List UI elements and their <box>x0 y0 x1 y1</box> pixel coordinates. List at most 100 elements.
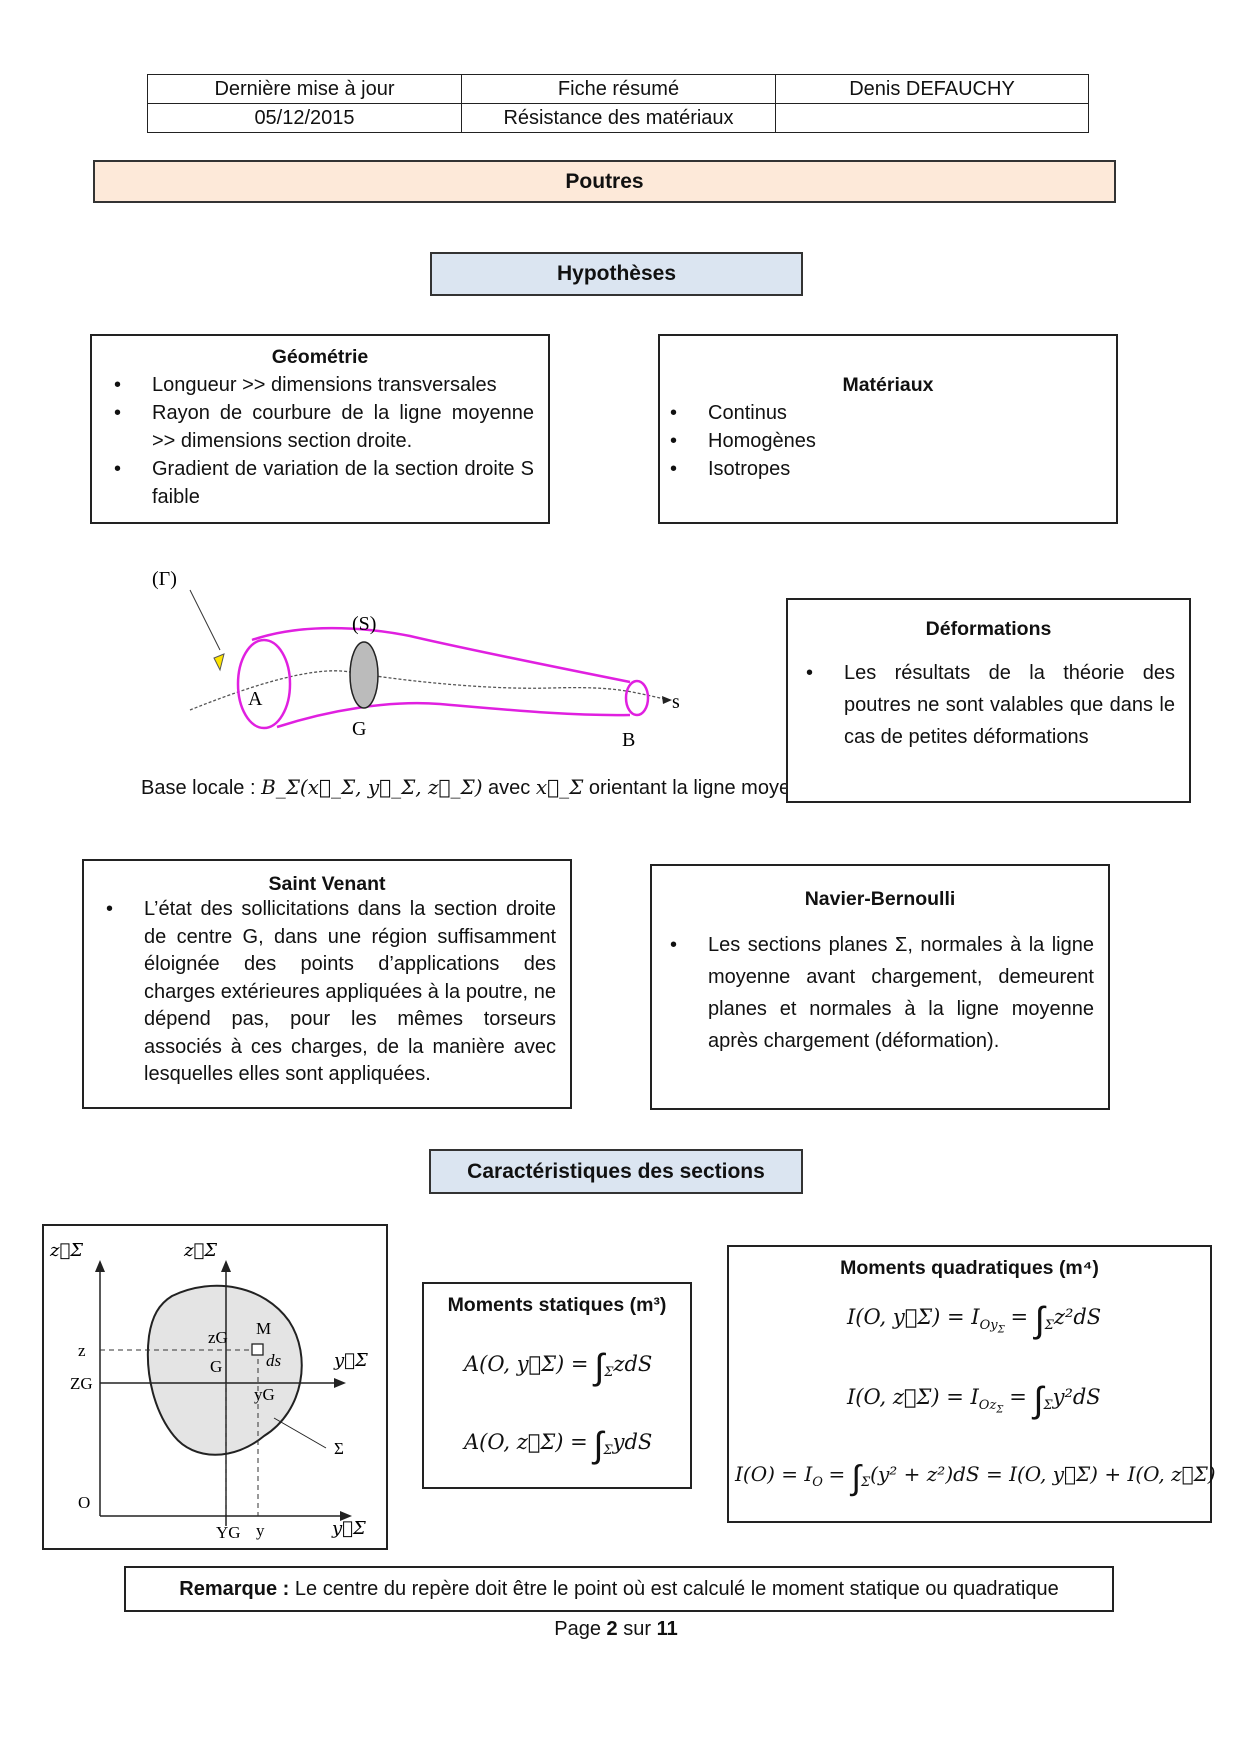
saint-venant-box: Saint Venant L’état des sollicitations d… <box>82 859 572 1109</box>
footer-total-pages: 11 <box>656 1618 678 1640</box>
deformations-box: Déformations Les résultats de la théorie… <box>786 598 1191 803</box>
gamma-label: (Γ) <box>152 568 177 590</box>
s-arrow-icon <box>662 696 672 704</box>
index-sub: Σ <box>997 1324 1005 1336</box>
integral-icon: ∫ <box>851 1459 861 1497</box>
y-label: y <box>256 1521 265 1540</box>
abscissa-s-label: s <box>672 691 680 713</box>
formula-rhs: zdS <box>613 1352 653 1376</box>
point-b-label: B <box>622 729 635 751</box>
section-title-hypotheses: Hypothèses <box>430 252 803 296</box>
formula-rhs: z²dS <box>1053 1305 1102 1329</box>
list-item: Isotropes <box>648 455 1102 483</box>
integral-icon: ∫ <box>593 1424 604 1465</box>
mean-line <box>189 670 671 711</box>
section-s-label: (S) <box>352 613 376 635</box>
section-sigma-shape <box>146 1284 303 1456</box>
integral-icon: ∫ <box>594 1346 605 1387</box>
section-figure-box: z⃗Σ z⃗Σ y⃗Σ y⃗Σ z ZG O YG y zG M ds G yG… <box>42 1224 388 1550</box>
base-locale-suffix: orientant la ligne moyenne <box>583 777 824 799</box>
header-doc-type: Fiche résumé <box>461 74 776 104</box>
moment-statique-z: A(O, z⃗Σ) = ∫ΣydS <box>464 1424 652 1466</box>
point-m-label: M <box>256 1319 271 1338</box>
list-item: Gradient de variation de la section droi… <box>92 455 534 511</box>
formula-lhs: A(O, z⃗Σ) = <box>464 1430 588 1454</box>
moment-quadratique-y: I(O, y⃗Σ) = IOyΣ = ∫Σz²dS <box>847 1299 1102 1340</box>
section-title-caracteristiques-text: Caractéristiques des sections <box>467 1160 765 1183</box>
navier-bernoulli-list: Les sections planes Σ, normales à la lig… <box>648 929 1094 1057</box>
moment-quadratique-z: I(O, z⃗Σ) = IOzΣ = ∫Σy²dS <box>847 1379 1101 1420</box>
navier-bernoulli-box: Navier-Bernoulli Les sections planes Σ, … <box>650 864 1110 1110</box>
arrow-up-icon <box>95 1260 105 1272</box>
footer-page-word: Page <box>554 1618 607 1640</box>
integral-domain: Σ <box>603 1443 613 1459</box>
header-table: Dernière mise à jour Fiche résumé Denis … <box>147 74 1089 133</box>
formula-rhs: (y² + z²)dS = I(O, y⃗Σ) + I(O, z⃗Σ) <box>870 1462 1216 1486</box>
beam-end-a <box>236 638 292 730</box>
moment-quadratique-polaire: I(O) = IO = ∫Σ(y² + z²)dS = I(O, y⃗Σ) + … <box>735 1459 1216 1497</box>
point-a-label: A <box>248 688 263 710</box>
saint-venant-list: L’état des sollicitations dans la sectio… <box>84 896 556 1089</box>
header-date: 05/12/2015 <box>147 103 462 133</box>
moments-statiques-title: Moments statiques (m³) <box>447 1294 667 1316</box>
y-sigma-bottom-label: y⃗Σ <box>331 1518 366 1539</box>
materiaux-title: Matériaux <box>842 374 934 396</box>
remarque-text: Le centre du repère doit être le point o… <box>289 1578 1059 1600</box>
sigma-label: Σ <box>334 1439 344 1458</box>
header-last-update-label: Dernière mise à jour <box>147 74 462 104</box>
zg-inner-label: zG <box>208 1328 228 1347</box>
list-item: Continus <box>648 399 1102 427</box>
deformations-title: Déformations <box>925 618 1052 640</box>
beam-upper-edge <box>251 626 631 684</box>
index-sub: Σ <box>996 1404 1004 1416</box>
arrow-right-icon <box>334 1378 346 1388</box>
integral-icon: ∫ <box>1033 1379 1044 1420</box>
materiaux-box: Matériaux Continus Homogènes Isotropes <box>658 334 1118 524</box>
yg-inner-label: yG <box>254 1385 275 1404</box>
zg-axis-label: ZG <box>70 1374 93 1393</box>
moments-quadratiques-title: Moments quadratiques (m⁴) <box>840 1257 1099 1279</box>
yg-axis-label: YG <box>216 1523 241 1542</box>
list-item: Longueur >> dimensions transversales <box>92 371 534 399</box>
sigma-leader <box>273 1417 327 1449</box>
navier-bernoulli-title: Navier-Bernoulli <box>804 888 956 910</box>
base-locale-prefix: Base locale : <box>141 777 262 799</box>
integral-domain: Σ <box>1044 1318 1054 1334</box>
moments-quadratiques-box: Moments quadratiques (m⁴) I(O, y⃗Σ) = IO… <box>727 1245 1216 1523</box>
section-s <box>349 641 379 709</box>
list-item: Les résultats de la théorie des poutres … <box>784 657 1175 753</box>
integral-icon: ∫ <box>1034 1299 1045 1340</box>
list-item: Rayon de courbure de la ligne moyenne >>… <box>92 399 534 455</box>
geometrie-box: Géométrie Longueur >> dimensions transve… <box>90 334 550 524</box>
ds-element <box>251 1343 264 1356</box>
index-main: Oy <box>979 1318 998 1334</box>
footer-current-page: 2 <box>606 1618 618 1640</box>
beam-end-b <box>624 679 650 717</box>
remarque-box: Remarque : Le centre du repère doit être… <box>124 1566 1114 1612</box>
beam-lower-edge <box>276 701 631 729</box>
deformations-list: Les résultats de la théorie des poutres … <box>784 657 1175 753</box>
base-locale-formula: B_Σ(x⃗_Σ, y⃗_Σ, z⃗_Σ) <box>261 775 483 799</box>
centroid-g-label: G <box>210 1357 222 1376</box>
formula-lhs: I(O, y⃗Σ) = I <box>847 1305 980 1329</box>
base-locale-line: Base locale : B_Σ(x⃗_Σ, y⃗_Σ, z⃗_Σ) avec… <box>141 775 823 800</box>
formula-rhs: y²dS <box>1052 1385 1101 1409</box>
formula-lhs: I(O) = I <box>735 1462 813 1486</box>
list-item: Homogènes <box>648 427 1102 455</box>
beam-figure: (Γ) (S) A G B s <box>152 568 680 751</box>
geometrie-title: Géométrie <box>271 346 369 368</box>
gamma-pointer <box>189 589 221 651</box>
list-item: L’état des sollicitations dans la sectio… <box>84 896 556 1089</box>
section-title-hypotheses-text: Hypothèses <box>556 262 677 285</box>
z-label: z <box>78 1341 86 1360</box>
footer-sur-word: sur <box>617 1618 657 1640</box>
section-figure: z⃗Σ z⃗Σ y⃗Σ y⃗Σ z ZG O YG y zG M ds G yG… <box>49 1240 368 1542</box>
main-title: Poutres <box>93 160 1116 203</box>
moments-statiques-box: Moments statiques (m³) A(O, y⃗Σ) = ∫ΣzdS… <box>422 1282 692 1489</box>
saint-venant-title: Saint Venant <box>268 873 386 895</box>
arrow-up-icon <box>221 1260 231 1272</box>
ds-label: ds <box>266 1351 282 1370</box>
index-main: Oz <box>978 1398 997 1414</box>
integral-domain: Σ <box>860 1475 871 1490</box>
main-title-text: Poutres <box>565 170 644 193</box>
